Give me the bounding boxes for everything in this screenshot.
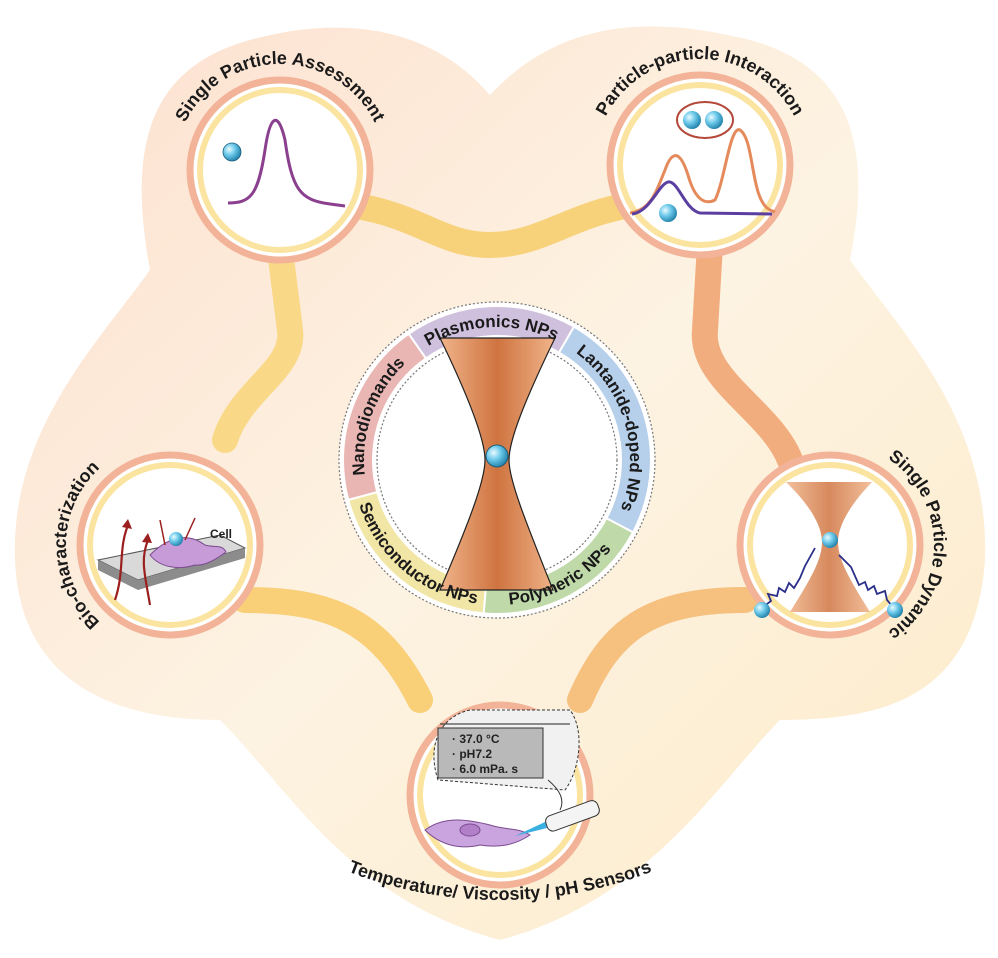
thermometer-icon xyxy=(545,800,600,832)
viscosity-reading: · 6.0 mPa. s xyxy=(452,762,518,776)
arrow-icon xyxy=(142,539,152,606)
connector-right-to-bottom xyxy=(567,587,758,713)
connector-top-left-to-left xyxy=(212,237,304,453)
connectors xyxy=(212,192,803,713)
single-peak-curve xyxy=(227,118,346,208)
single-peak-curve xyxy=(631,180,773,216)
particle-icon xyxy=(659,204,677,222)
particle-icon xyxy=(754,602,770,618)
arrow-icon xyxy=(159,519,166,546)
thermometer-probe-icon xyxy=(515,822,547,836)
sensor-display xyxy=(437,727,544,779)
arrow-icon xyxy=(184,517,196,541)
double-peak-curve xyxy=(629,128,776,215)
node-single-particle-dynamic xyxy=(736,451,924,639)
particle-icon xyxy=(822,532,838,548)
cell-label: Cell xyxy=(210,527,232,541)
particle-icon xyxy=(169,532,183,546)
arrow-icon xyxy=(113,524,130,601)
particle-icon xyxy=(705,111,723,129)
brownian-path-icon xyxy=(762,547,816,608)
node-sensors: · 37.0 °C · pH7.2 · 6.0 mPa. s xyxy=(406,701,600,889)
node-bio-characterization: Cell xyxy=(76,451,264,639)
brownian-path-icon xyxy=(838,554,894,608)
connector-top-right-to-right xyxy=(691,232,803,473)
temperature-reading: · 37.0 °C xyxy=(452,732,500,746)
cell-shape xyxy=(149,537,227,568)
connector-left-to-bottom xyxy=(232,587,433,713)
node-particle-interaction xyxy=(606,71,794,259)
ring-sector-nanodiamonds xyxy=(342,332,428,502)
particle-icon xyxy=(683,111,701,129)
particle-icon xyxy=(222,142,242,162)
connector-top xyxy=(337,192,643,259)
trapped-particle xyxy=(485,444,509,468)
particle-icon xyxy=(887,602,903,618)
ph-reading: · pH7.2 xyxy=(452,747,492,761)
node-single-particle-assessment xyxy=(186,76,374,264)
particle-pair-outline xyxy=(676,101,734,139)
